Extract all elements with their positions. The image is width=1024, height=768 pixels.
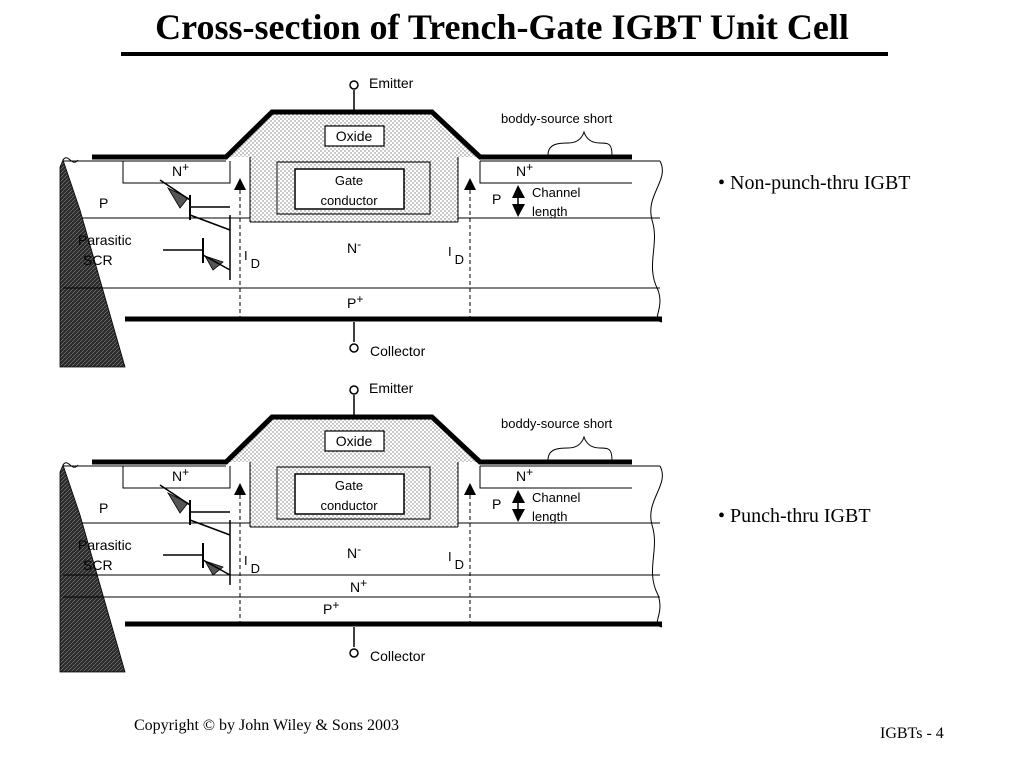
n-plus-right-region xyxy=(479,161,632,184)
p-right-label: P xyxy=(492,191,501,207)
gate-label-line2: conductor xyxy=(320,498,378,513)
channel-arrow-down xyxy=(512,509,525,522)
body-source-short-label: boddy-source short xyxy=(501,416,613,431)
body-source-short-label: boddy-source short xyxy=(501,111,613,126)
pnp-emitter-lead xyxy=(202,254,231,271)
page-number: IGBTs - 4 xyxy=(880,725,944,742)
right-break-edge xyxy=(650,465,663,628)
n-plus-left-label: N+ xyxy=(172,465,189,484)
channel-length-line1: Channel xyxy=(532,185,581,200)
n-plus-buffer-label: N+ xyxy=(350,576,367,595)
emitter-label: Emitter xyxy=(369,75,414,91)
pnp-emitter-arrow xyxy=(204,560,224,576)
copyright-notice: Copyright © by John Wiley & Sons 2003 xyxy=(134,717,400,734)
n-plus-left-label: N+ xyxy=(172,160,189,179)
pnp-emitter-arrow xyxy=(204,255,224,271)
parasitic-scr-symbol xyxy=(159,179,231,280)
channel-length-line1: Channel xyxy=(532,490,581,505)
p-left-label: P xyxy=(99,500,108,516)
electron-arrow-left xyxy=(234,483,246,495)
gate-label-line1: Gate xyxy=(335,478,363,493)
collector-terminal xyxy=(349,343,359,353)
npn-emitter-lead xyxy=(159,179,191,201)
pnp-emitter-lead xyxy=(202,559,231,576)
collector-label: Collector xyxy=(370,648,426,664)
collector-terminal xyxy=(349,648,359,658)
electron-arrow-right xyxy=(464,483,476,495)
electron-arrow-left xyxy=(234,178,246,190)
emitter-metal xyxy=(92,109,632,160)
channel-arrow-up xyxy=(512,185,525,198)
channel-length-line2: length xyxy=(532,204,567,219)
npn-collector-lead xyxy=(189,214,231,231)
n-minus-drift-label: N- xyxy=(347,542,361,561)
n-plus-right-region xyxy=(479,466,632,489)
bullet-punch-thru: • Punch-thru IGBT xyxy=(718,505,871,527)
n-minus-drift-label: N- xyxy=(347,237,361,256)
npn-emitter-arrow xyxy=(166,492,189,514)
parasitic-scr-label-line1: Parasitic xyxy=(78,232,132,248)
gate-label-line2: conductor xyxy=(320,193,378,208)
bullet-non-punch-thru: • Non-punch-thru IGBT xyxy=(718,172,911,194)
parasitic-scr-symbol xyxy=(159,484,231,585)
body-source-short-brace xyxy=(547,435,613,461)
p-plus-collector-label: P+ xyxy=(347,292,363,311)
p-plus-collector-label: P+ xyxy=(323,598,339,617)
n-plus-left-region xyxy=(122,466,231,489)
left-break-edge xyxy=(62,462,79,468)
npn-emitter-arrow xyxy=(166,187,189,209)
id-label-right: ID xyxy=(448,244,464,267)
gate-conductor xyxy=(294,168,405,210)
npn-emitter-lead xyxy=(159,484,191,506)
id-label-right: ID xyxy=(448,549,464,572)
channel-length-line2: length xyxy=(532,509,567,524)
electron-arrow-right xyxy=(464,178,476,190)
left-break-edge xyxy=(62,157,79,163)
oxide-label: Oxide xyxy=(336,128,373,144)
emitter-terminal xyxy=(349,385,359,395)
id-label-left: ID xyxy=(244,248,260,271)
parasitic-scr-label-line2: SCR xyxy=(83,557,113,573)
p-left-label: P xyxy=(99,195,108,211)
cut-section-hatching xyxy=(59,463,126,673)
right-break-edge xyxy=(650,160,663,323)
parasitic-scr-label-line2: SCR xyxy=(83,252,113,268)
npn-collector-lead xyxy=(189,519,231,536)
oxide-label-box xyxy=(324,430,385,452)
body-source-short-brace xyxy=(547,130,613,156)
n-plus-left-region xyxy=(122,161,231,184)
emitter-terminal xyxy=(349,80,359,90)
n-plus-right-label: N+ xyxy=(516,160,533,179)
gate-label-line1: Gate xyxy=(335,173,363,188)
channel-arrow-down xyxy=(512,204,525,217)
oxide-label: Oxide xyxy=(336,433,373,449)
p-right-label: P xyxy=(492,496,501,512)
emitter-metal xyxy=(92,414,632,465)
collector-label: Collector xyxy=(370,343,426,359)
oxide-label-box xyxy=(324,125,385,147)
n-plus-right-label: N+ xyxy=(516,465,533,484)
channel-arrow-up xyxy=(512,490,525,503)
title-underline xyxy=(121,52,888,56)
emitter-label: Emitter xyxy=(369,380,414,396)
parasitic-scr-label-line1: Parasitic xyxy=(78,537,132,553)
gate-conductor xyxy=(294,473,405,515)
id-label-left: ID xyxy=(244,553,260,576)
slide-title: Cross-section of Trench-Gate IGBT Unit C… xyxy=(155,7,849,47)
